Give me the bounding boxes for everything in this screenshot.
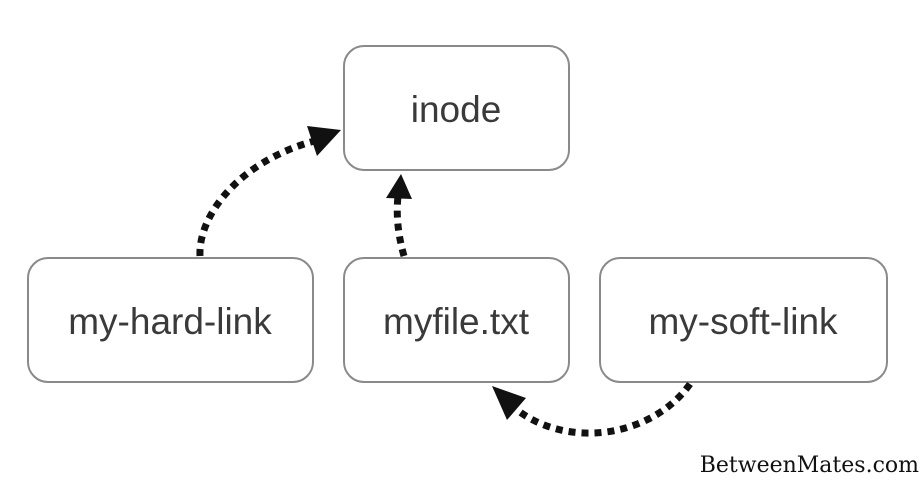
file-label: myfile.txt [383,301,530,342]
inode-label: inode [411,89,502,130]
file-arrow-head [386,174,412,199]
file-arrow-line [393,195,408,257]
hard-link-arrow [196,126,341,257]
soft-link-node: my-soft-link [599,257,888,383]
soft-link-arrow-head [492,386,526,420]
soft-link-box [599,257,888,383]
file-arrow [386,174,412,257]
inode-node: inode [343,45,570,171]
soft-link-arrow-line [507,381,693,437]
hard-link-node: my-hard-link [27,257,314,383]
hard-link-box [27,257,314,383]
soft-link-label: my-soft-link [648,301,838,342]
file-box [343,257,570,383]
file-node: myfile.txt [343,257,570,383]
hard-link-arrow-line [196,136,319,257]
soft-link-arrow [492,381,693,437]
hard-link-label: my-hard-link [68,301,272,342]
hard-link-arrow-head [307,126,341,156]
inode-box [343,45,570,171]
watermark-text: BetweenMates.com [699,453,919,478]
